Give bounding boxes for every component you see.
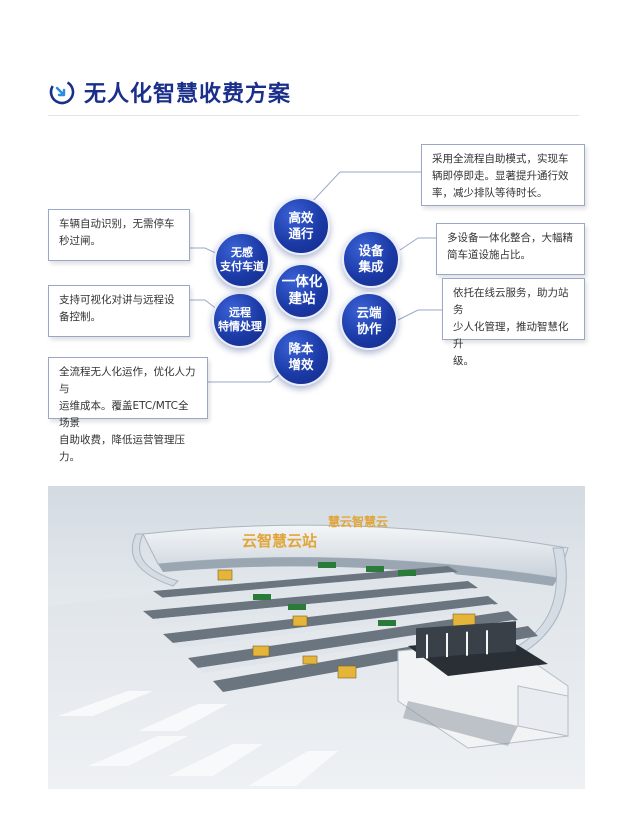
- callout-efficient-pass: 采用全流程自助模式，实现车 辆即停即走。显著提升通行效 率，减少排队等待时长。: [421, 144, 585, 206]
- callout-cost-reduction: 全流程无人化运作，优化人力与 运维成本。覆盖ETC/MTC全场景 自助收费，降低…: [48, 357, 208, 463]
- callout-senseless-payment: 车辆自动识别，无需停车 秒过闸。: [48, 209, 190, 261]
- node-cloud-collab: 云端 协作: [340, 292, 398, 350]
- canopy-sign-front: 云智慧云站: [242, 532, 317, 550]
- circle-arrow-icon: [49, 79, 75, 105]
- node-center-integrated-station: 一体化 建站: [274, 263, 330, 319]
- node-device-integration: 设备 集成: [342, 230, 400, 288]
- callout-remote-handling: 支持可视化对讲与远程设 备控制。: [48, 285, 190, 337]
- section-header: 无人化智慧收费方案: [48, 76, 291, 108]
- toll-station-illustration: 云智慧云站 慧云智慧云: [48, 486, 585, 789]
- canopy-sign-back: 慧云智慧云: [328, 514, 388, 529]
- feature-diagram: 采用全流程自助模式，实现车 辆即停即走。显著提升通行效 率，减少排队等待时长。 …: [0, 120, 619, 463]
- toll-station-render: 云智慧云站 慧云智慧云: [48, 486, 585, 789]
- node-remote-handling: 远程 特情处理: [212, 292, 268, 348]
- callout-device-integration: 多设备一体化整合，大幅精 简车道设施占比。: [436, 223, 585, 275]
- node-efficient-pass: 高效 通行: [272, 197, 330, 255]
- callout-cloud-collab: 依托在线云服务，助力站务 少人化管理，推动智慧化升 级。: [442, 278, 585, 367]
- page-title: 无人化智慧收费方案: [84, 82, 292, 107]
- header-divider: [48, 115, 579, 116]
- node-cost-reduction: 降本 增效: [272, 328, 330, 386]
- node-senseless-payment: 无感 支付车道: [214, 232, 270, 288]
